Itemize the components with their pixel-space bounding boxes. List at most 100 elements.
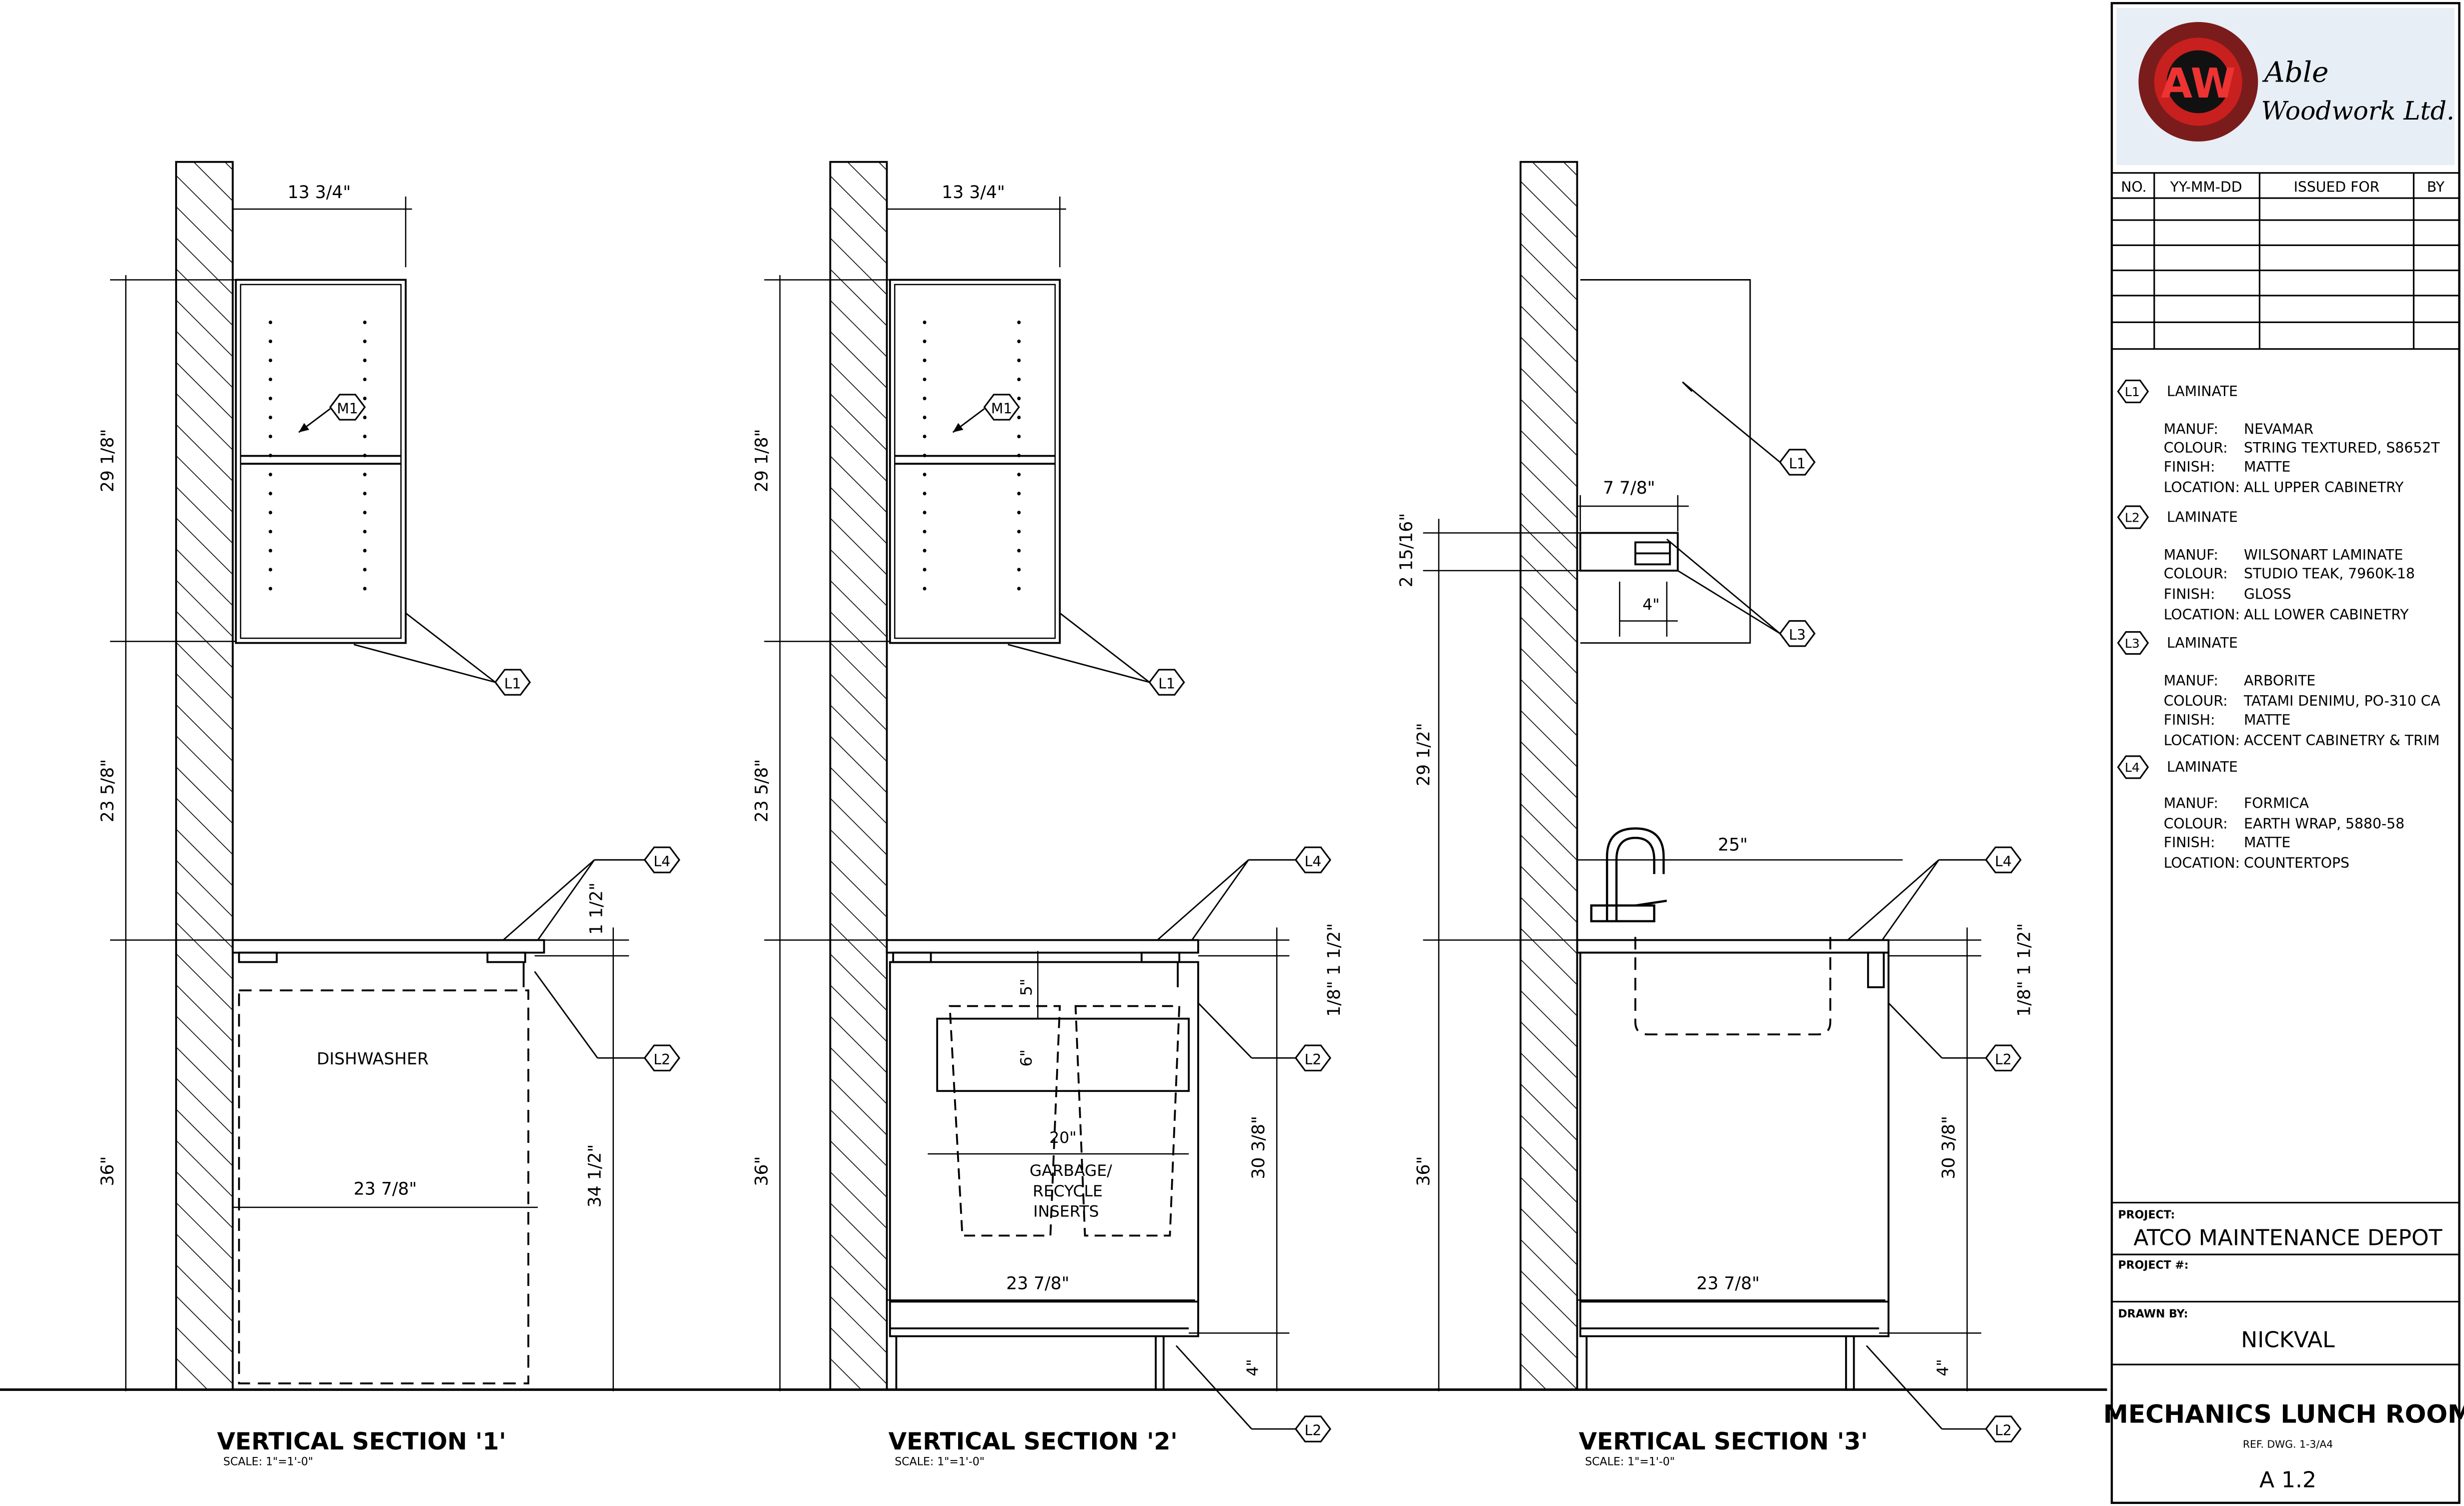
dim-counter: 1/8" 1 1/2"	[2015, 923, 2035, 1017]
wall-hatch	[1519, 161, 1578, 1391]
svg-text:LAMINATE: LAMINATE	[2167, 383, 2238, 400]
dim-insert-gap: 5"	[1018, 979, 1036, 996]
svg-text:L2: L2	[1304, 1051, 1321, 1068]
svg-text:L2: L2	[1995, 1051, 2012, 1068]
wall-hatch	[829, 161, 888, 1391]
upper-cabinet	[235, 279, 407, 644]
material-l4: L4 LAMINATE MANUF:FORMICA COLOUR:EARTH W…	[2117, 755, 2404, 871]
svg-text:L2: L2	[1995, 1422, 2012, 1439]
tag-l2: L2	[643, 1044, 680, 1071]
svg-text:MANUF:: MANUF:	[2164, 421, 2218, 437]
tag-l3: L3	[1779, 620, 1816, 647]
svg-text:L1: L1	[2125, 385, 2140, 399]
dim-sink: 25"	[1718, 835, 1748, 855]
reference-drawing: REF. DWG. 1-3/A4	[2243, 1438, 2333, 1450]
upper-cabinet	[889, 279, 1061, 644]
issue-header-for: ISSUED FOR	[2294, 179, 2380, 195]
project-fields	[2111, 1201, 2459, 1365]
drawn-by-label: DRAWN BY:	[2118, 1308, 2188, 1320]
svg-text:ACCENT CABINETRY & TRIM: ACCENT CABINETRY & TRIM	[2244, 732, 2439, 749]
dim-base-height: 36"	[98, 1156, 118, 1186]
section-1: DISHWASHER 13 3/4" 29 1/8" 23 5/8" 36" 2…	[98, 161, 680, 1468]
svg-text:ALL UPPER CABINETRY: ALL UPPER CABINETRY	[2244, 479, 2404, 496]
material-l1: L1 LAMINATE MANUF:NEVAMAR COLOUR:STRING …	[2117, 380, 2440, 496]
svg-text:MATTE: MATTE	[2244, 834, 2290, 851]
dimensions	[1423, 495, 1982, 1391]
dim-upper-height: 29 1/8"	[752, 429, 772, 493]
svg-text:TATAMI DENIMU, PO-310 CA: TATAMI DENIMU, PO-310 CA	[2243, 693, 2440, 709]
dim-counter: 1/8" 1 1/2"	[1324, 923, 1344, 1017]
dim-mid-height: 23 5/8"	[98, 759, 118, 823]
svg-text:ALL LOWER CABINETRY: ALL LOWER CABINETRY	[2244, 606, 2409, 623]
dim-base-height: 36"	[1414, 1156, 1434, 1186]
svg-text:STUDIO TEAK, 7960K-18: STUDIO TEAK, 7960K-18	[2244, 566, 2415, 582]
svg-text:LOCATION:: LOCATION:	[2164, 606, 2240, 623]
svg-text:MATTE: MATTE	[2244, 712, 2290, 728]
dim-insert-width: 20"	[1049, 1129, 1076, 1147]
svg-text:LAMINATE: LAMINATE	[2167, 635, 2238, 651]
company-name-line2: Woodwork Ltd.	[2261, 96, 2454, 126]
dim-width: 23 7/8"	[354, 1179, 417, 1199]
section-title: VERTICAL SECTION '1'	[217, 1428, 506, 1455]
svg-text:LOCATION:: LOCATION:	[2164, 855, 2240, 871]
svg-text:FINISH:: FINISH:	[2164, 586, 2215, 602]
tag-l1: L1	[1779, 449, 1816, 476]
dim-upper-height: 29 1/8"	[98, 429, 118, 493]
issue-table	[2111, 172, 2460, 350]
section-scale: SCALE: 1"=1'-0"	[895, 1455, 985, 1468]
sheet-number: A 1.2	[2259, 1467, 2316, 1492]
issue-header-date: YY-MM-DD	[2170, 179, 2242, 195]
issue-header-no: NO.	[2121, 179, 2146, 195]
dim-top-width: 13 3/4"	[288, 183, 351, 203]
dim-toe: 4"	[1934, 1359, 1952, 1376]
section-title: VERTICAL SECTION '2'	[889, 1428, 1178, 1455]
dim-width: 23 7/8"	[1697, 1273, 1760, 1293]
svg-text:L2: L2	[653, 1051, 670, 1068]
appliance-label-line1: GARBAGE/	[1030, 1162, 1112, 1180]
sheet-title: MECHANICS LUNCH ROOM	[2103, 1399, 2464, 1428]
svg-text:FORMICA: FORMICA	[2244, 795, 2309, 812]
tag-l2: L2	[1985, 1044, 2022, 1071]
svg-text:GLOSS: GLOSS	[2244, 586, 2291, 602]
svg-text:COLOUR:: COLOUR:	[2164, 815, 2228, 832]
svg-text:M1: M1	[337, 401, 358, 417]
material-tags	[298, 408, 648, 1059]
svg-text:WILSONART LAMINATE: WILSONART LAMINATE	[2244, 547, 2403, 563]
svg-text:COLOUR:: COLOUR:	[2164, 566, 2228, 582]
dim-shelf-width: 7 7/8"	[1603, 478, 1655, 498]
svg-text:COUNTERTOPS: COUNTERTOPS	[2244, 855, 2349, 871]
svg-text:LAMINATE: LAMINATE	[2167, 509, 2238, 525]
svg-text:MANUF:: MANUF:	[2164, 547, 2218, 563]
accent-shelf	[1579, 532, 1679, 572]
tag-l2: L2	[1294, 1044, 1331, 1071]
svg-text:L4: L4	[2125, 760, 2140, 775]
svg-text:COLOUR:: COLOUR:	[2164, 440, 2228, 456]
svg-text:FINISH:: FINISH:	[2164, 712, 2215, 728]
section-3: 7 7/8" 2 15/16" 4" 29 1/2" 36" 25" 23 7/…	[1396, 161, 2035, 1468]
wall-hatch	[175, 161, 234, 1391]
svg-text:L3: L3	[2125, 636, 2140, 651]
issue-header-by: BY	[2427, 179, 2445, 195]
dimensions	[110, 196, 629, 1391]
svg-text:MATTE: MATTE	[2244, 459, 2290, 475]
dim-counter: 1 1/2"	[587, 882, 607, 935]
svg-text:LOCATION:: LOCATION:	[2164, 479, 2240, 496]
material-l2: L2 LAMINATE MANUF:WILSONART LAMINATE COL…	[2117, 505, 2415, 623]
svg-text:L3: L3	[1789, 627, 1806, 643]
project-label: PROJECT:	[2118, 1209, 2175, 1221]
dim-top-width: 13 3/4"	[942, 183, 1005, 203]
section-scale: SCALE: 1"=1'-0"	[1585, 1455, 1675, 1468]
tag-m1: M1	[329, 394, 366, 421]
svg-text:L1: L1	[1158, 676, 1175, 692]
dim-toe: 4"	[1244, 1359, 1262, 1376]
dim-cabinet: 30 3/8"	[1249, 1116, 1269, 1179]
faucet	[1590, 827, 1667, 923]
tag-m1: M1	[983, 394, 1020, 421]
tag-l1: L1	[494, 669, 531, 696]
svg-text:L4: L4	[1304, 853, 1321, 870]
dim-insert-height: 6"	[1018, 1049, 1036, 1066]
base-cabinet	[886, 939, 1199, 1390]
dim-width: 23 7/8"	[1006, 1273, 1069, 1293]
section-2: GARBAGE/ RECYCLE INSERTS 13 3/4" 29 1/8"…	[752, 161, 1344, 1468]
